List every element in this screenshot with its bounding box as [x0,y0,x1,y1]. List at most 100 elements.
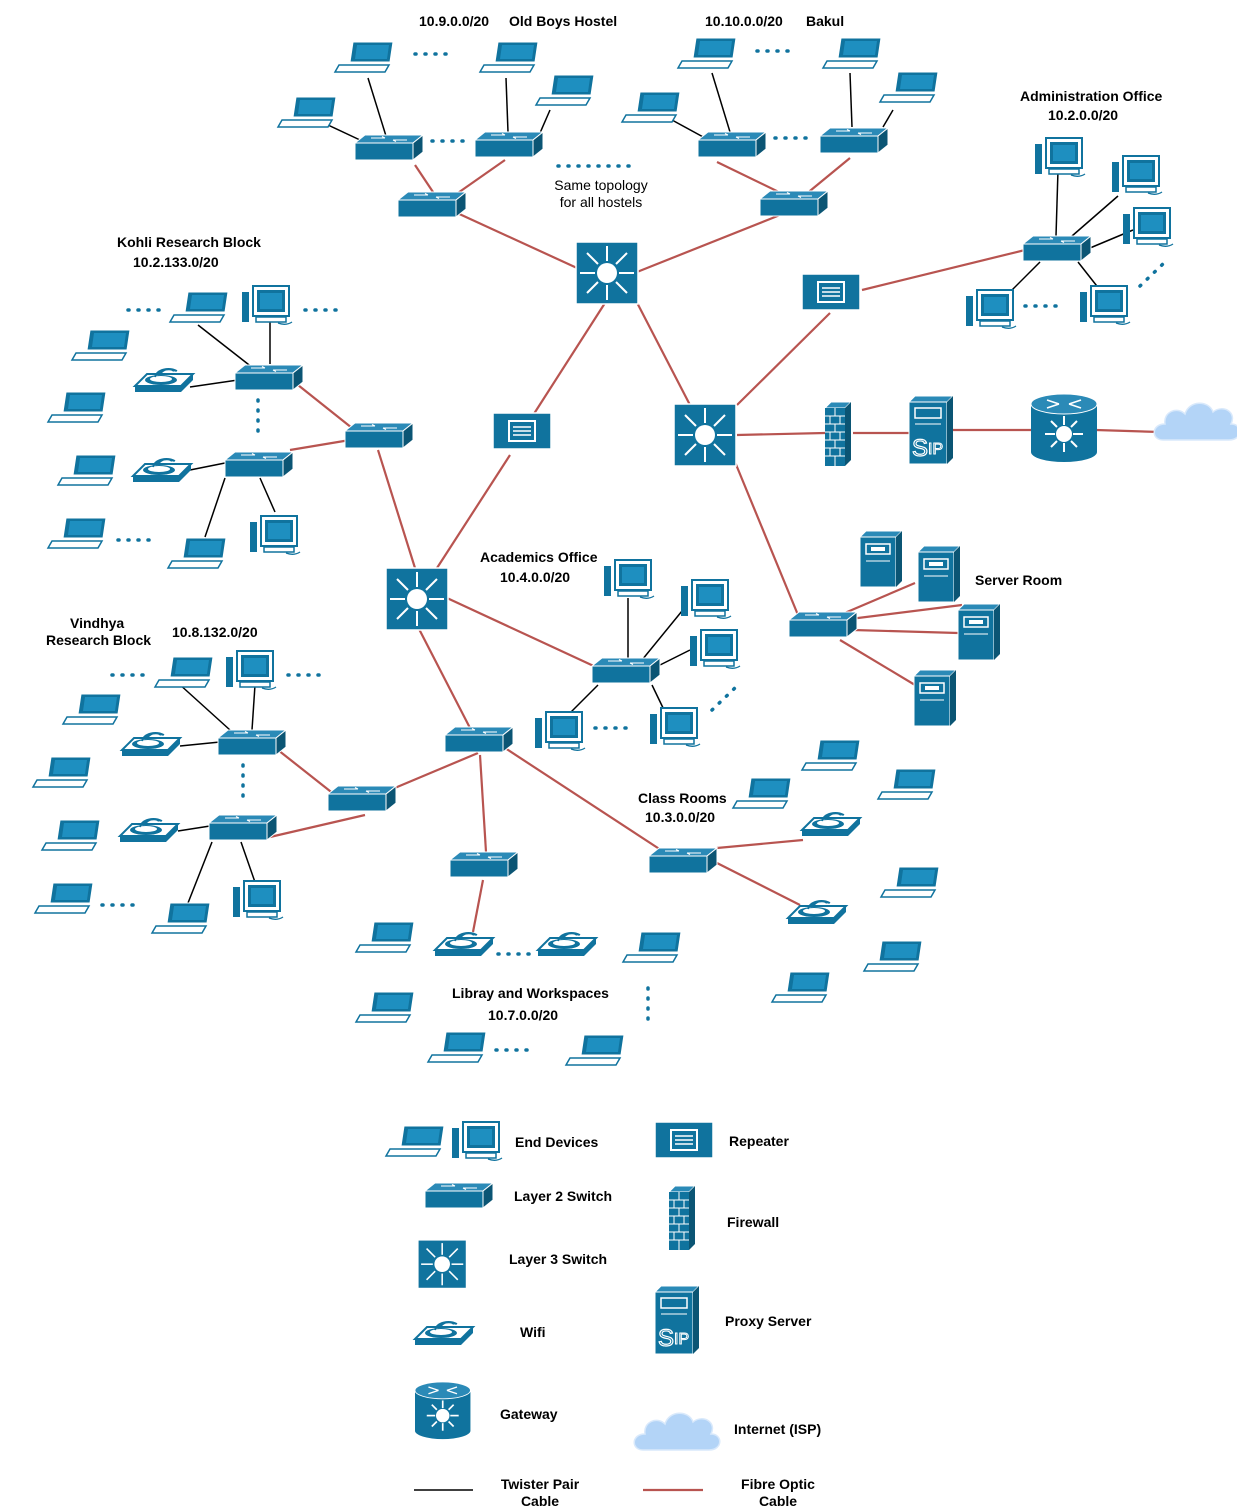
laptop-icon [879,71,939,103]
desktop-pc-icon [689,629,741,670]
laptop-icon [355,991,415,1023]
gateway-icon [1030,393,1098,463]
old-boys-name-label: Old Boys Hostel [509,13,617,29]
laptop-icon [334,41,394,73]
laptop-icon [771,971,831,1003]
diagram-labels: 10.9.0.0/20 Old Boys Hostel 10.10.0.0/20… [46,13,1163,1023]
wifi-icon [121,732,181,757]
twisted-pair-links [177,72,1134,904]
laptop-icon [62,693,122,725]
laptop-icon [169,291,229,323]
laptop-icon [57,454,117,486]
layer2-switch-icon [397,191,467,218]
old-boys-subnet-label: 10.9.0.0/20 [419,13,489,29]
layer2-switch-icon [344,422,414,449]
legend-layer2-switch: Layer 2 Switch [514,1188,612,1204]
desktop-pc-icon [649,707,701,748]
wifi-icon [414,1321,474,1346]
layer2-switch-icon [208,814,278,841]
legend: End Devices Repeater Layer 2 Switch Fire… [385,1121,821,1508]
legend-internet: Internet (ISP) [734,1421,821,1437]
internet-cloud-icon [1153,402,1237,441]
server-icon [913,669,957,727]
library-and-workspaces [355,851,682,1066]
layer3-switch-icon [385,567,449,631]
layer2-switch-icon [819,127,889,154]
layer2-switch-icon [449,851,519,878]
server-icon [859,530,903,588]
kohli-name-label: Kohli Research Block [117,234,261,250]
admin-name-label: Administration Office [1020,88,1163,104]
laptop-icon [621,91,681,123]
layer2-switch-icon [697,131,767,158]
laptop-icon [47,517,107,549]
layer2-switch-icon [444,726,514,753]
bakul-subnet-label: 10.10.0.0/20 [705,13,783,29]
laptop-icon [355,921,415,953]
old-boys-hostel [277,41,595,218]
same-topology-note-1: Same topology [554,177,647,193]
legend-fibre-optic-1: Fibre Optic [741,1476,815,1492]
legend-fibre-optic-2: Cable [759,1493,797,1508]
laptop-icon [535,74,595,106]
admin-subnet-label: 10.2.0.0/20 [1048,107,1118,123]
laptop-icon [41,819,101,851]
desktop-pc-icon [680,579,732,620]
kohli-research-block [47,285,414,569]
laptop-icon [427,1031,487,1063]
legend-firewall: Firewall [727,1214,779,1230]
layer2-switch-icon [224,451,294,478]
desktop-pc-icon [603,559,655,600]
wifi-icon [119,818,179,843]
legend-twisted-pair-2: Cable [521,1493,559,1508]
library-subnet-label: 10.7.0.0/20 [488,1007,558,1023]
laptop-icon [565,1034,625,1066]
laptop-icon [32,756,92,788]
desktop-pc-icon [965,289,1017,330]
wifi-icon [132,458,192,483]
layer3-switch-icon [417,1239,468,1290]
layer3-switch-icon [673,403,737,467]
vindhya-name-label-2: Research Block [46,632,151,648]
wifi-icon [537,932,597,957]
legend-proxy-server: Proxy Server [725,1313,812,1329]
laptop-icon [801,739,861,771]
same-topology-note-2: for all hostels [560,194,642,210]
laptop-icon [677,37,737,69]
classrooms-subnet-label: 10.3.0.0/20 [645,809,715,825]
legend-layer3-switch: Layer 3 Switch [509,1251,607,1267]
wifi-icon [801,812,861,837]
internet-cloud-icon [633,1412,721,1451]
legend-end-devices: End Devices [515,1134,598,1150]
legend-wifi: Wifi [520,1324,546,1340]
layer2-switch-icon [234,364,304,391]
continuation-dots [100,49,1167,1052]
wifi-icon [134,368,194,393]
laptop-icon [822,37,882,69]
layer3-switch-icon [575,241,639,305]
desktop-pc-icon [1122,207,1174,248]
desktop-pc-icon [249,515,301,556]
legend-gateway: Gateway [500,1406,558,1422]
layer2-switch-icon [648,847,718,874]
vindhya-subnet-label: 10.8.132.0/20 [172,624,258,640]
laptop-icon [622,931,682,963]
server-room-label: Server Room [975,572,1062,588]
laptop-icon [151,902,211,934]
desktop-pc-icon [451,1121,503,1162]
vindhya-name-label-1: Vindhya [70,615,124,631]
gateway-icon [414,1381,472,1440]
desktop-pc-icon [225,650,277,691]
layer2-switch-icon [1022,235,1092,262]
desktop-pc-icon [232,880,284,921]
academics-office [534,559,741,752]
laptop-icon [47,391,107,423]
laptop-icon [863,940,923,972]
proxy-server-icon [908,395,954,465]
layer2-switch-icon [354,134,424,161]
layer2-switch-icon [591,657,661,684]
layer2-switch-icon [217,729,287,756]
laptop-icon [34,882,94,914]
server-icon [957,603,1001,661]
repeater-icon [801,273,861,311]
